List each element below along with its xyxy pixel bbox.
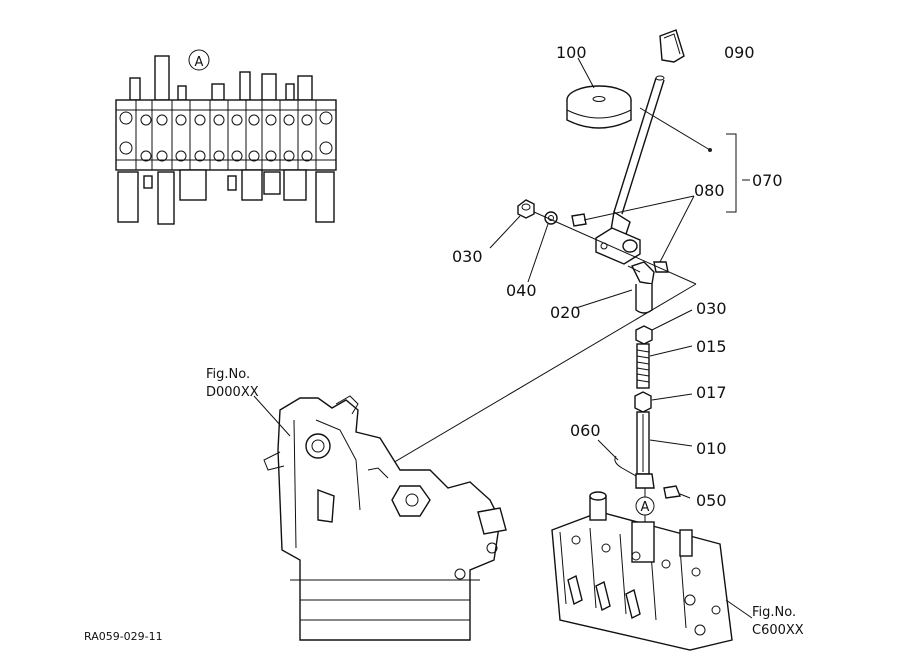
callout-070: 070 (752, 171, 783, 190)
detail-view-a: A (115, 49, 337, 225)
callout-060: 060 (570, 421, 601, 440)
detail-a-spool (241, 169, 263, 201)
detail-a-stub (177, 85, 187, 101)
detail-a-stub (211, 83, 225, 101)
fig-ref-right-line2: C600XX (752, 623, 804, 638)
detail-a-stub (285, 83, 295, 101)
callout-090: 090 (724, 43, 755, 62)
detail-a-callout-label: A (641, 500, 650, 515)
detail-a-spool (263, 171, 281, 195)
detail-a-stub (239, 71, 251, 101)
group-bracket-070 (726, 133, 737, 213)
callout-050: 050 (696, 491, 727, 510)
detail-a-spool (117, 171, 139, 223)
callout-100: 100 (556, 43, 587, 62)
lever-knob (659, 29, 685, 63)
connection-line (363, 283, 697, 481)
detail-a-marker-label: A (195, 55, 204, 70)
detail-a-spool (179, 169, 207, 201)
lever-assembly: A (363, 29, 697, 560)
ball-joint-020 (631, 261, 655, 285)
detail-a-spool (157, 171, 175, 225)
pin-060 (614, 455, 637, 477)
bolt-050 (663, 485, 681, 499)
callout-030-upper: 030 (452, 247, 483, 266)
callout-010: 010 (696, 439, 727, 458)
fig-ref-right-line1: Fig.No. (752, 605, 796, 620)
fig-ref-left-line1: Fig.No. (206, 367, 250, 382)
callout-020: 020 (550, 303, 581, 322)
detail-a-stub (154, 55, 170, 101)
callout-017: 017 (696, 383, 727, 402)
detail-a-stub (129, 77, 141, 101)
detail-a-spool (283, 169, 307, 201)
control-valve (551, 491, 733, 651)
detail-a-marker-circle (188, 49, 210, 71)
callout-015: 015 (696, 337, 727, 356)
detail-a-spool (315, 171, 335, 223)
drawing-code: RA059-029-11 (84, 630, 163, 643)
callout-040: 040 (506, 281, 537, 300)
frame-assembly (263, 395, 507, 641)
leader-lines (253, 57, 753, 619)
callout-030-lower: 030 (696, 299, 727, 318)
lever-boot (566, 85, 632, 129)
fig-ref-left-line2: D000XX (206, 385, 259, 400)
pivot-block (595, 227, 641, 265)
detail-a-stub (297, 75, 313, 101)
nut-030-lower (635, 325, 653, 345)
callout-080: 080 (694, 181, 725, 200)
nut-017 (634, 391, 652, 413)
detail-a-block (115, 99, 337, 171)
nut-030 (517, 199, 535, 219)
detail-a-stub (261, 73, 277, 101)
threaded-rod-015 (636, 343, 650, 389)
bushing-080 (571, 213, 587, 227)
